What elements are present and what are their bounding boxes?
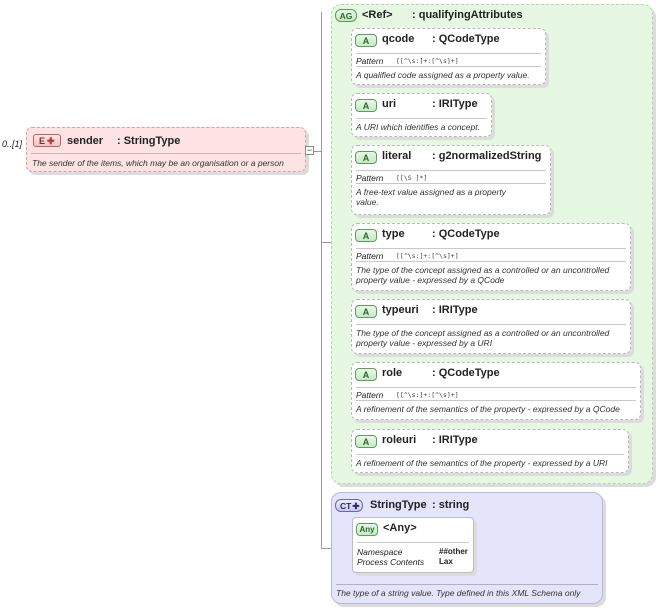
attribute-name: qcode	[382, 33, 415, 45]
attribute-badge: A	[355, 435, 377, 448]
attribute-type: : QCodeType	[432, 33, 500, 45]
attribute-typeuri[interactable]: A typeuri : IRIType The type of the conc…	[351, 299, 631, 354]
process-contents-label: Process Contents	[357, 557, 425, 567]
attribute-type: : QCodeType	[432, 367, 500, 379]
divider	[357, 542, 469, 543]
pattern-value: [[^\s:]+:[^\s]+]	[396, 252, 459, 260]
attribute-type: : g2normalizedString	[432, 150, 542, 162]
element-description: The sender of the items, which may be an…	[32, 158, 284, 168]
divider	[356, 170, 546, 171]
attribute-description: A URI which identifies a concept.	[356, 122, 480, 132]
connector-to-group	[321, 242, 331, 243]
attribute-type: : IRIType	[432, 304, 478, 316]
divider	[356, 118, 487, 119]
divider	[31, 153, 301, 154]
expand-plus-icon: ✚	[352, 501, 360, 511]
attribute-description: A refinement of the semantics of the pro…	[356, 404, 620, 414]
connector-vertical	[321, 12, 322, 548]
namespace-label: Namespace	[357, 547, 403, 557]
complex-type-description: The type of a string value. Type defined…	[336, 588, 581, 598]
any-badge: Any	[356, 523, 378, 536]
attribute-group-badge: AG	[335, 9, 357, 22]
attribute-name: roleuri	[382, 434, 417, 446]
attribute-name: typeuri	[382, 304, 419, 316]
pattern-value: [[\S ]*]	[396, 174, 428, 182]
attribute-name: type	[382, 228, 405, 240]
complex-type-badge: CT✚	[335, 499, 363, 512]
attribute-badge: A	[355, 34, 377, 47]
attribute-description: The type of the concept assigned as a co…	[356, 265, 610, 285]
attribute-description: The type of the concept assigned as a co…	[356, 328, 610, 348]
attribute-badge: A	[355, 99, 377, 112]
attribute-roleuri[interactable]: A roleuri : IRIType A refinement of the …	[351, 429, 629, 473]
divider	[356, 454, 624, 455]
element-type: : StringType	[117, 135, 181, 147]
attribute-qcode[interactable]: A qcode : QCodeType Pattern [[^\s:]+:[^\…	[351, 28, 546, 85]
attribute-uri[interactable]: A uri : IRIType A URI which identifies a…	[351, 93, 492, 137]
attribute-badge: A	[355, 305, 377, 318]
element-sender[interactable]: E✚ sender : StringType The sender of the…	[26, 127, 306, 172]
pattern-label: Pattern	[356, 390, 384, 400]
attribute-group-type: : qualifyingAttributes	[412, 9, 523, 21]
divider	[356, 183, 546, 184]
occurrence-label: 0..[1]	[2, 139, 23, 149]
pattern-label: Pattern	[356, 56, 384, 66]
attribute-type: : IRIType	[432, 98, 478, 110]
attribute-description: A qualified code assigned as a property …	[356, 70, 530, 80]
divider	[356, 66, 541, 67]
pattern-label: Pattern	[356, 251, 384, 261]
attribute-badge: A	[355, 151, 377, 164]
divider	[336, 584, 598, 585]
element-name: sender	[67, 135, 104, 147]
divider	[356, 248, 626, 249]
process-contents-value: Lax	[439, 557, 453, 566]
any-element[interactable]: Any <Any> Namespace ##other Process Cont…	[352, 517, 474, 573]
attribute-name: literal	[382, 150, 412, 162]
pattern-value: [[^\s:]+:[^\s]+]	[396, 391, 459, 399]
attribute-literal[interactable]: A literal : g2normalizedString Pattern […	[351, 145, 551, 215]
attribute-badge: A	[355, 229, 377, 242]
any-name: <Any>	[383, 522, 417, 534]
attribute-type-attr[interactable]: A type : QCodeType Pattern [[^\s:]+:[^\s…	[351, 223, 631, 291]
complex-type-name: StringType	[370, 499, 427, 511]
divider	[356, 53, 541, 54]
attribute-type: : IRIType	[432, 434, 478, 446]
attribute-badge: A	[355, 368, 377, 381]
connector-to-complex-type	[321, 548, 331, 549]
attribute-description: A free-text value assigned as a property…	[356, 187, 506, 207]
collapse-toggle-icon[interactable]: −	[305, 145, 314, 155]
connector-element-to-group	[313, 151, 321, 152]
namespace-value: ##other	[439, 547, 468, 556]
pattern-label: Pattern	[356, 173, 384, 183]
complex-type-type: : string	[432, 499, 470, 511]
attribute-role[interactable]: A role : QCodeType Pattern [[^\s:]+:[^\s…	[351, 362, 641, 420]
expand-plus-icon: ✚	[47, 136, 55, 146]
divider	[356, 261, 626, 262]
attribute-group-name: <Ref>	[362, 9, 393, 21]
element-badge: E✚	[33, 134, 61, 147]
attribute-name: uri	[382, 98, 397, 110]
divider	[356, 324, 626, 325]
divider	[356, 400, 636, 401]
complex-type[interactable]: CT✚ StringType : string Any <Any> Namesp…	[331, 492, 603, 604]
pattern-value: [[^\s:]+:[^\s]+]	[396, 57, 459, 65]
attribute-name: role	[382, 367, 403, 379]
attribute-description: A refinement of the semantics of the pro…	[356, 458, 608, 468]
divider	[356, 387, 636, 388]
attribute-type: : QCodeType	[432, 228, 500, 240]
